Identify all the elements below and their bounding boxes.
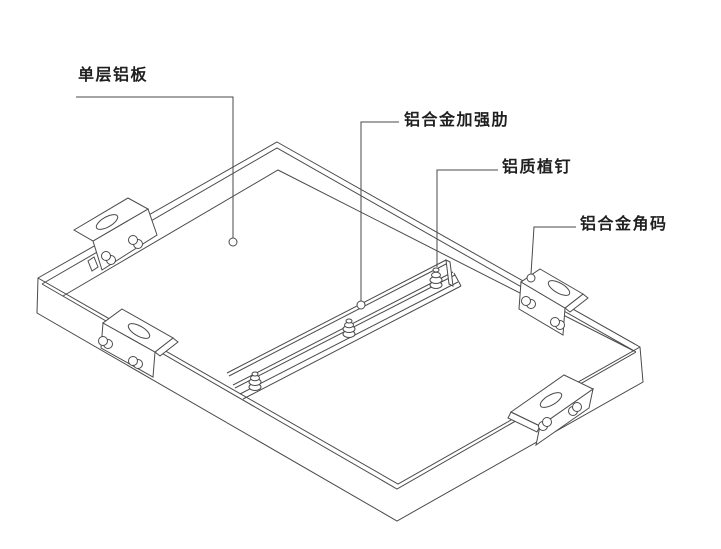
bracket-bottom-tab (87, 256, 99, 272)
label-single-layer-aluminum-panel: 单层铝板 (78, 67, 149, 84)
bracket-slot-hole (95, 214, 119, 230)
bracket-slot-hole (539, 392, 563, 408)
leader-dot-bracket (526, 273, 536, 283)
label-aluminum-stud-pin: 铝质植钉 (502, 159, 573, 176)
corner-bracket-bottom-right (507, 374, 594, 447)
corner-bracket-left (98, 308, 179, 378)
bracket-pin (128, 356, 138, 366)
leader-line-bracket (530, 226, 576, 275)
label-aluminum-alloy-reinforcing-rib: 铝合金加强肋 (404, 112, 510, 129)
bracket-pin (572, 402, 582, 412)
bracket-pin (101, 251, 111, 261)
label-aluminum-alloy-corner-bracket: 铝合金角码 (580, 216, 668, 233)
bracket-pin (98, 336, 108, 346)
leader-dot-panel (228, 237, 238, 247)
leader-line-panel (76, 96, 234, 238)
stud-pins (248, 267, 443, 391)
bracket-pin (128, 235, 138, 245)
corner-bracket-top-left (73, 197, 158, 272)
bracket-pin (550, 317, 560, 327)
corner-bracket-right (518, 268, 589, 336)
leader-line-stud (436, 169, 498, 267)
rib-web-end (445, 259, 454, 287)
leader-line-rib (360, 121, 399, 301)
stud-pin (429, 267, 443, 289)
leader-lines (76, 96, 576, 310)
bracket-slot-hole (547, 280, 571, 296)
bracket-pin (542, 417, 552, 427)
leader-dot-rib (356, 300, 366, 310)
bracket-pin (521, 296, 531, 306)
stud-pin (248, 371, 262, 391)
stud-pin (342, 318, 356, 338)
bracket-slot-hole (127, 323, 151, 339)
